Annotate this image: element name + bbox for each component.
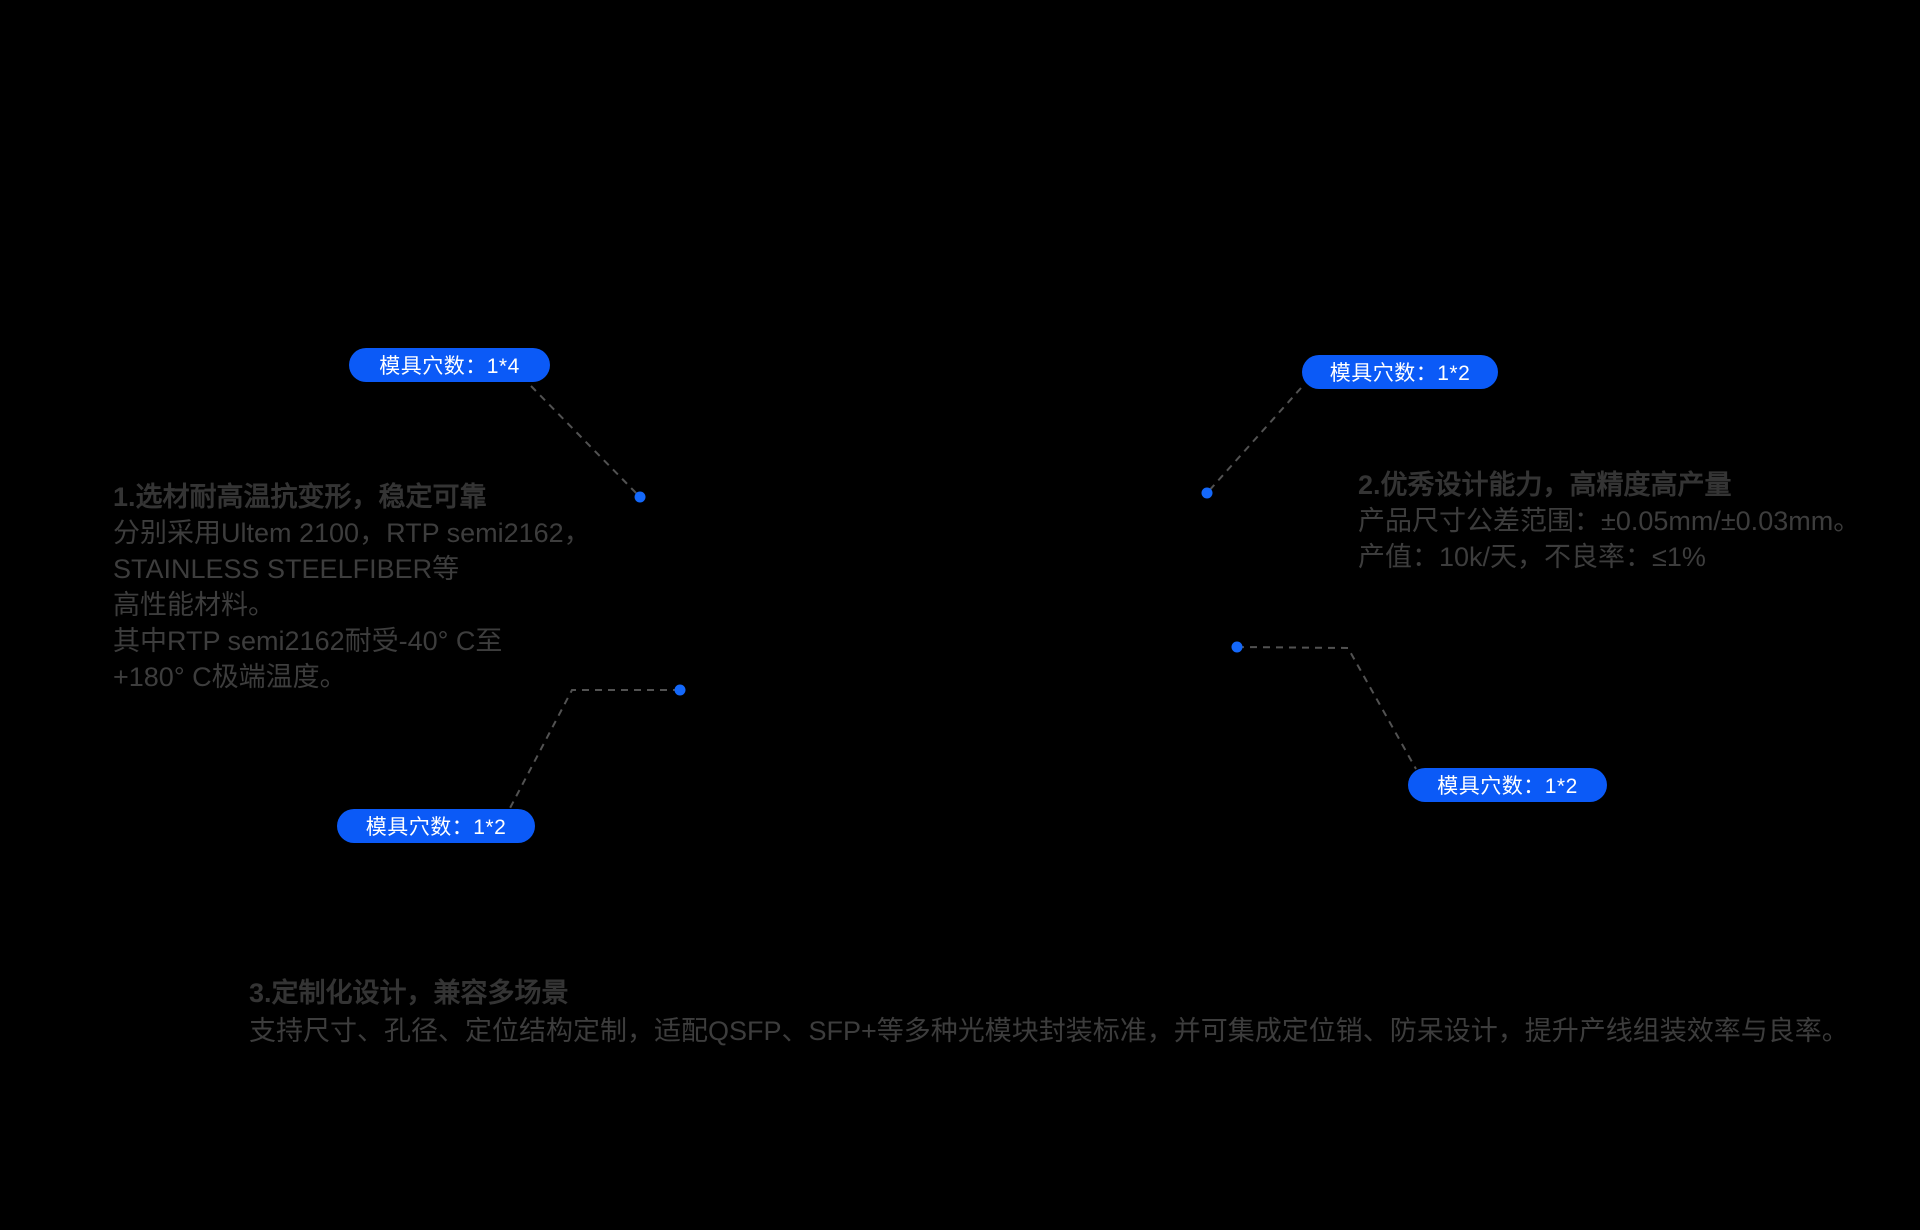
feature-line: 高性能材料。 bbox=[113, 590, 275, 620]
feature-block-materials: 1.选材耐高温抗变形，稳定可靠 分别采用Ultem 2100，RTP semi2… bbox=[113, 479, 591, 695]
mold-cavity-badge-bottom-left: 模具穴数：1*2 bbox=[337, 809, 535, 843]
feature-line: 产品尺寸公差范围：±0.05mm/±0.03mm。 bbox=[1358, 506, 1861, 536]
feature-line: 支持尺寸、孔径、定位结构定制，适配QSFP、SFP+等多种光模块封装标准，并可集… bbox=[249, 1016, 1849, 1046]
feature-title: 3.定制化设计，兼容多场景 bbox=[249, 978, 569, 1008]
feature-title: 2.优秀设计能力，高精度高产量 bbox=[1358, 470, 1732, 500]
mold-cavity-badge-top-right: 模具穴数：1*2 bbox=[1302, 355, 1498, 389]
connector-dot bbox=[1201, 487, 1213, 499]
feature-line: +180° C极端温度。 bbox=[113, 662, 347, 692]
connector-dot bbox=[1231, 641, 1243, 653]
leader-line-bottom-left bbox=[508, 689, 680, 811]
mold-cavity-badge-bottom-right: 模具穴数：1*2 bbox=[1408, 768, 1607, 802]
feature-line: 分别采用Ultem 2100，RTP semi2162， bbox=[113, 518, 591, 548]
leader-line-bottom-right bbox=[1236, 646, 1417, 770]
feature-block-customization: 3.定制化设计，兼容多场景 支持尺寸、孔径、定位结构定制，适配QSFP、SFP+… bbox=[249, 974, 1849, 1050]
feature-title: 1.选材耐高温抗变形，稳定可靠 bbox=[113, 482, 487, 512]
feature-line: STAINLESS STEELFIBER等 bbox=[113, 554, 460, 584]
feature-line: 其中RTP semi2162耐受-40° C至 bbox=[113, 626, 503, 656]
feature-line: 产值：10k/天，不良率：≤1% bbox=[1358, 542, 1706, 572]
feature-block-design-capability: 2.优秀设计能力，高精度高产量 产品尺寸公差范围：±0.05mm/±0.03mm… bbox=[1358, 467, 1860, 575]
connector-dot bbox=[634, 491, 646, 503]
connector-dot bbox=[674, 684, 686, 696]
leader-line-top-right bbox=[1206, 387, 1302, 494]
mold-cavity-badge-1x4: 模具穴数：1*4 bbox=[349, 348, 550, 382]
